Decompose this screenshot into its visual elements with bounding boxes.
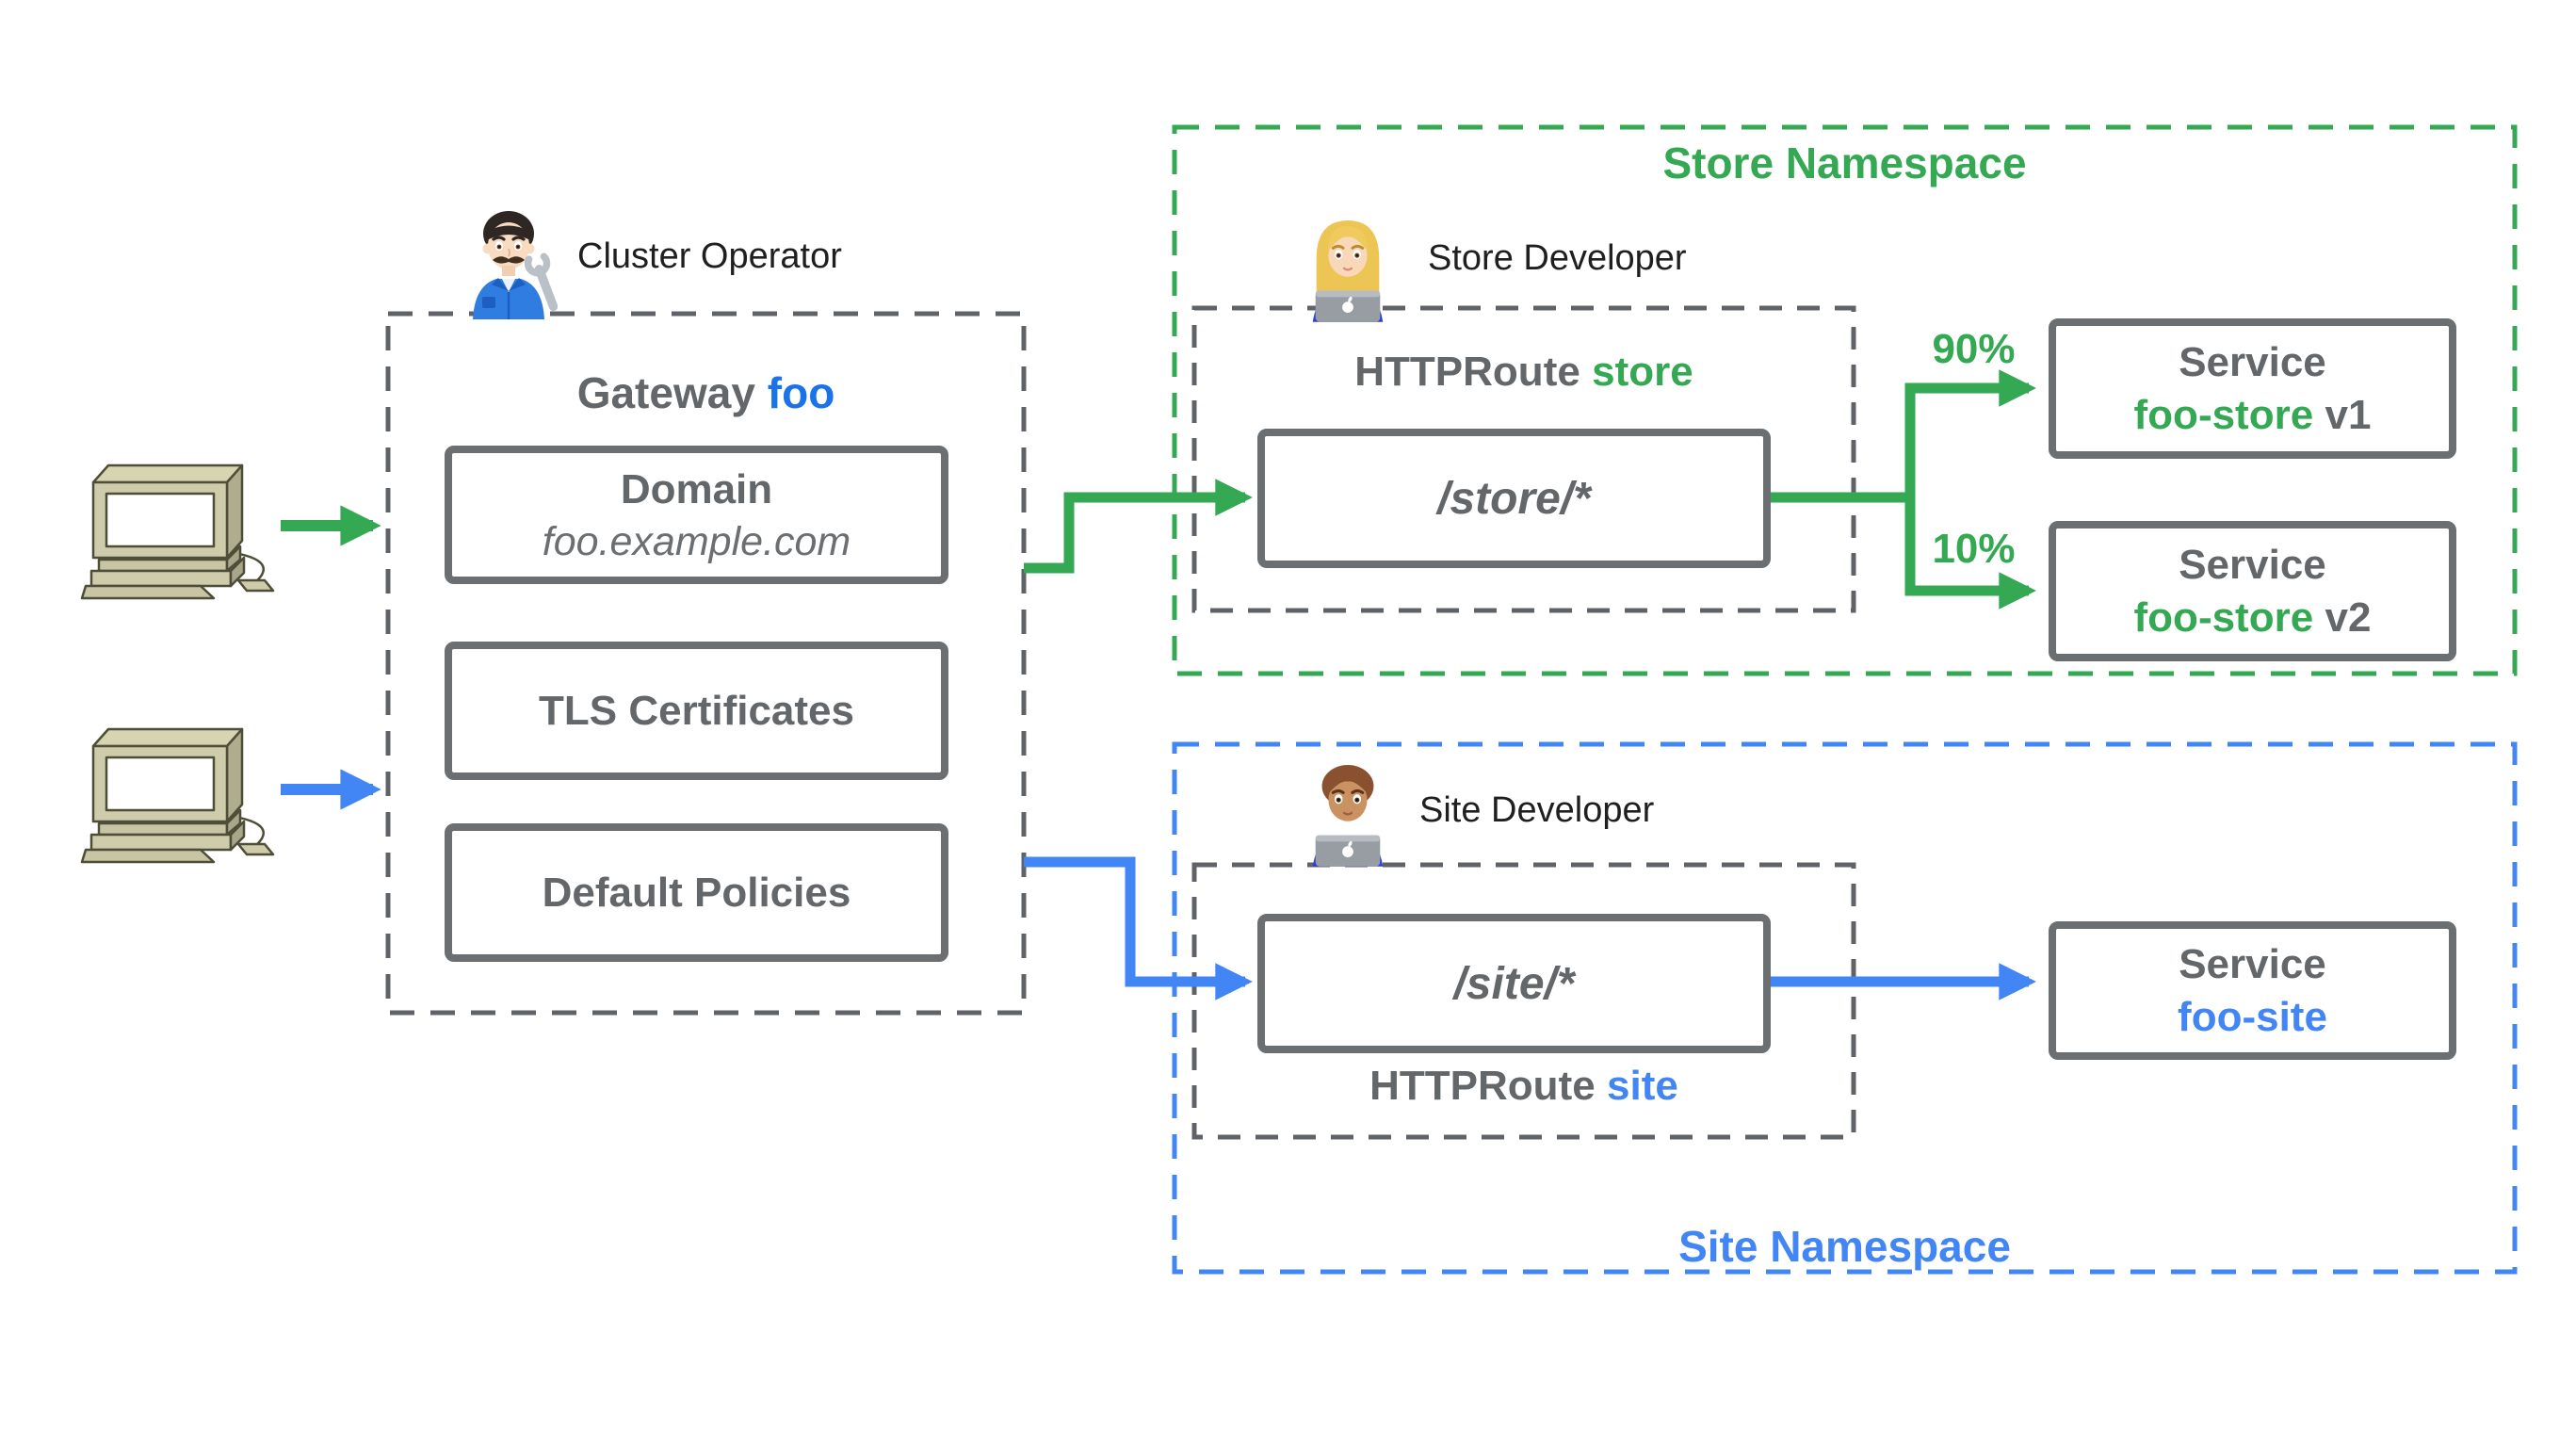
httproute-store-dashed-box	[1191, 305, 1856, 613]
site-path-box: /site/*	[1257, 914, 1771, 1053]
site-developer-label: Site Developer	[1419, 790, 1655, 830]
man-technologist-icon	[1312, 764, 1384, 867]
service-kind-label: Service	[2179, 338, 2326, 385]
store-namespace-title: Store Namespace	[1662, 138, 2027, 187]
httproute-site-prefix: HTTPRoute	[1369, 1063, 1596, 1109]
tls-certificates-label: TLS Certificates	[539, 687, 854, 734]
service-name: foo-store	[2133, 391, 2314, 438]
domain-box-value: foo.example.com	[542, 518, 851, 564]
default-policies-box: Default Policies	[445, 823, 948, 962]
store-path-box: /store/*	[1257, 429, 1771, 568]
weight-90-label: 90%	[1932, 326, 2016, 372]
httproute-store-name: store	[1592, 349, 1693, 395]
httproute-site-dashed-box	[1191, 862, 1856, 1140]
gateway-title-prefix: Gateway	[576, 368, 755, 417]
service-name-line: foo-site	[2178, 991, 2327, 1044]
gateway-to-site-route-arrow	[1024, 856, 1253, 1000]
desktop-computer-icon	[80, 463, 275, 600]
httproute-store-title: HTTPRoute store	[1194, 349, 1854, 396]
httproute-site-name: site	[1607, 1063, 1678, 1109]
store-namespace-dashed-box	[1172, 124, 2518, 676]
desktop-computer-icon	[80, 727, 275, 864]
gateway-dashed-box	[385, 311, 1027, 1016]
store-path-text: /store/*	[1437, 473, 1591, 524]
gateway-title-name: foo	[767, 368, 835, 417]
service-version: v1	[2325, 391, 2372, 438]
service-foo-site-box: Service foo-site	[2049, 921, 2456, 1060]
default-policies-label: Default Policies	[542, 869, 851, 916]
tls-certificates-box: TLS Certificates	[445, 642, 948, 780]
store-developer-label: Store Developer	[1428, 238, 1687, 278]
service-version: v2	[2325, 594, 2372, 641]
domain-box: Domain foo.example.com	[445, 446, 948, 584]
site-namespace-dashed-box	[1172, 741, 2518, 1275]
gateway-to-store-route-arrow	[1024, 479, 1253, 574]
httproute-store-prefix: HTTPRoute	[1354, 349, 1580, 395]
service-kind-label: Service	[2179, 940, 2326, 987]
service-name: foo-store	[2133, 594, 2314, 641]
man-mechanic-icon	[473, 211, 558, 319]
site-path-text: /site/*	[1453, 958, 1575, 1009]
service-kind-label: Service	[2179, 541, 2326, 588]
domain-box-title: Domain	[620, 465, 773, 512]
service-name: foo-site	[2178, 993, 2327, 1040]
cluster-operator-label: Cluster Operator	[577, 236, 842, 276]
woman-technologist-icon	[1312, 220, 1384, 322]
weight-10-label: 10%	[1932, 526, 2016, 572]
site-namespace-title: Site Namespace	[1678, 1222, 2011, 1271]
